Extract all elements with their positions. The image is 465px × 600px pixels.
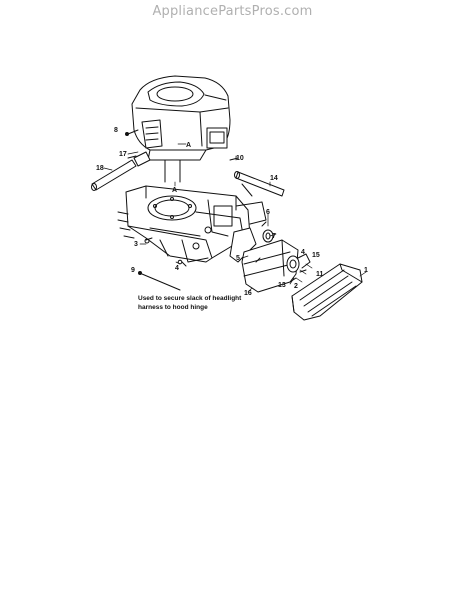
rod-18	[91, 159, 137, 191]
callout-8: 8	[114, 127, 118, 134]
callout-14: 14	[270, 175, 278, 182]
cable-tie-note: Used to secure slack of headlight harnes…	[138, 294, 241, 312]
note-line-1: Used to secure slack of headlight	[138, 295, 242, 302]
callout-4-elbow: 4	[301, 249, 305, 256]
callout-a-engine: A	[186, 142, 191, 149]
watermark: AppliancePartsPros.com	[152, 4, 313, 19]
callout-13: 13	[278, 282, 286, 289]
heat-shield-1	[291, 263, 363, 321]
cable-tie-9	[138, 271, 181, 291]
callout-4-frame: 4	[175, 265, 179, 272]
callout-6: 6	[266, 209, 270, 216]
callout-17: 17	[119, 151, 127, 158]
callout-2: 2	[294, 283, 298, 290]
note-line-2: harness to hood hinge	[138, 304, 208, 311]
callout-1: 1	[364, 267, 368, 274]
callout-10: 10	[236, 155, 244, 162]
exhaust-elbow	[286, 253, 311, 273]
callout-9: 9	[131, 267, 135, 274]
callout-a-frame: A	[172, 187, 177, 194]
spacer-17	[127, 151, 151, 167]
callout-5: 5	[236, 255, 240, 262]
washer-7	[262, 229, 274, 243]
engine	[131, 75, 231, 183]
callout-11: 11	[316, 271, 324, 278]
callout-15: 15	[312, 252, 320, 259]
callout-3: 3	[134, 241, 138, 248]
callout-7: 7	[272, 233, 276, 240]
leader-lines	[103, 143, 367, 293]
rod-14	[234, 171, 285, 197]
callout-18: 18	[96, 165, 104, 172]
callout-16: 16	[244, 290, 252, 297]
frame	[117, 183, 267, 263]
